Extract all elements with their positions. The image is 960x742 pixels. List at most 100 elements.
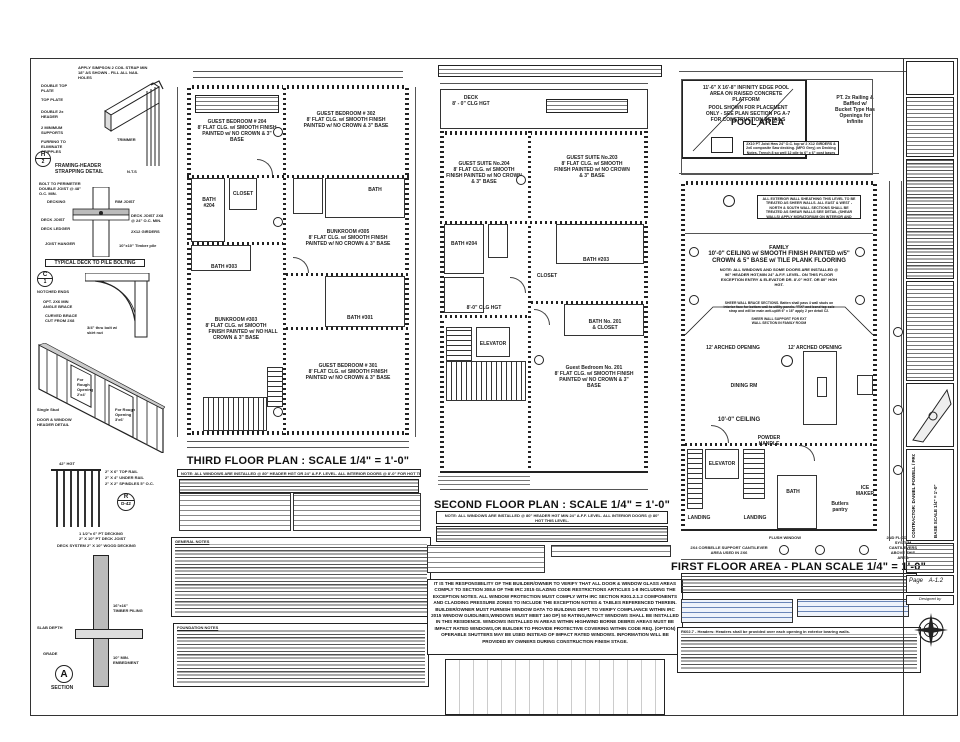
knee-brace-detail: C 1 PT 6x6 TIMBER NOTCHED ENDS OPT. 2X6 …: [33, 271, 168, 343]
section-marker: [779, 545, 789, 555]
third-floor-title: THIRD FLOOR PLAN : SCALE 1/4" = 1'-0": [186, 455, 410, 467]
detail-label: 10" MIN. EMBEDMENT: [113, 655, 139, 665]
detail-label: For Rough Opening 3'x6': [115, 407, 136, 422]
railing-detail: 42" HGT 2" X 6" TOP RAIL 2" X 4" UNDER R…: [33, 459, 168, 531]
designer-box: Designed by: [906, 595, 954, 605]
section-marker: [534, 355, 544, 365]
detail-scale: N.T.S: [127, 169, 137, 174]
general-notes-body: [175, 544, 427, 614]
section-marker: [273, 127, 283, 137]
room-label: DECK 8' - 0" CLG HGT: [452, 95, 490, 107]
room-elevator: [705, 449, 739, 479]
door-schedule-table: [797, 599, 909, 617]
section-marker: [855, 295, 865, 305]
deck-framing-note: 2X10 PT Joist Hws 24" O.C. top w/ 2 X12 …: [743, 141, 839, 155]
room-label: BATH #204: [202, 197, 216, 209]
room-label: HALL: [264, 329, 278, 335]
room-shower: [444, 277, 484, 313]
door-schedule-table: [551, 545, 671, 557]
sheet-scale: BASE SCALE 1/4" = 1'-0": [933, 484, 938, 538]
detail-title: DOOR & WINDOW HEADER DETAIL: [37, 417, 72, 427]
door-schedule-table: [293, 493, 421, 531]
foundation-notes-title: FOUNDATION NOTES: [177, 625, 219, 630]
foundation-notes-body: [177, 630, 425, 684]
stair: [743, 449, 765, 499]
room-label: ELEVATOR: [479, 341, 507, 347]
window-header-detail: For Rough Opening 2'x4' For Rough Openin…: [33, 343, 168, 455]
title-block-codes: [906, 281, 954, 381]
detail-label: 2 MINIMUM SUPPORTS: [41, 125, 64, 135]
headers-note: R602.7 - Headers: Headers shall be provi…: [677, 627, 921, 673]
detail-label: 42" HGT: [59, 461, 75, 466]
family-note: NOTE: ALL WINDOWS AND SOME DOORS ARE INS…: [719, 267, 839, 287]
detail-label: 3/4" thru bolt w/ skirt nut: [87, 325, 118, 335]
third-floor-sheer-note: [195, 95, 279, 113]
pool-steps: [711, 137, 733, 153]
second-floor-spec-box: [436, 526, 668, 542]
general-notes-title: GENERAL NOTES: [175, 539, 210, 544]
detail-label: APPLY SIMPSON 2 COIL STRAP MIN 18" AS SH…: [78, 65, 148, 80]
room-label: GUEST BEDROOM # 302 8' FLAT CLG. w/ SMOO…: [303, 111, 389, 129]
detail-label: DECKING: [47, 199, 66, 204]
detail-label: 1 1/2"x 6" PT DECKING: [79, 531, 124, 536]
arched-opening-label: 12' ARCHED OPENING: [706, 345, 760, 351]
page-label: Page: [909, 578, 924, 584]
section-marker: [516, 175, 526, 185]
room-label: BATH: [368, 187, 382, 193]
deck-area: [440, 89, 648, 129]
first-floor-spec-box: [681, 573, 917, 593]
arched-opening-label: 12' ARCHED OPENING: [788, 345, 842, 351]
dining-room-label: DINING RM: [730, 383, 758, 389]
detail-tag-r: R D-42: [117, 493, 135, 511]
detail-label: 2" X 10" PT DECK JOIST: [79, 536, 126, 541]
title-block-revisions: [906, 97, 954, 157]
room-label: GUEST BEDROOM # 301 8' FLAT CLG. w/ SMOO…: [305, 363, 391, 381]
section-marker: [273, 407, 283, 417]
room-label: LANDING: [743, 515, 767, 521]
range: [857, 375, 873, 395]
family-title: FAMILY: [769, 245, 789, 251]
room-label: LANDING: [687, 515, 711, 521]
detail-label: 2X12 GIRDERS: [131, 229, 160, 234]
room-label: 8'-0" CLG HGT: [466, 305, 502, 311]
first-floor-title: FIRST FLOOR AREA - PLAN SCALE 1/4" = 1'-…: [671, 561, 927, 573]
deck-pile-detail: BOLT TO PERIMETER DOUBLE JOIST @ 48" O.C…: [33, 181, 168, 269]
deck-note: [546, 99, 628, 113]
wall-framing-drawing: [38, 343, 165, 453]
detail-tag-h2: H 2: [35, 151, 51, 167]
detail-label: DECK SYSTEM 2" X 10" WOOD DECKING: [57, 543, 136, 548]
room-label: Guest Bedroom No. 201 8' FLAT CLG. w/ SM…: [554, 365, 634, 389]
title-block-top: [906, 61, 954, 95]
room-label: BATH: [786, 489, 800, 495]
glazing-table: [445, 659, 665, 715]
pool-placement-note: POOL SHOWN FOR PLACEMENT ONLY - SEE PLAN…: [705, 105, 791, 123]
stair: [446, 327, 472, 361]
family-ceiling: 10'-0" CEILING w/ SMOOTH FINISH PAINTED …: [708, 251, 850, 264]
third-floor-spec-box: [179, 479, 419, 493]
room-label: BUNKROOM #303 8' FLAT CLG. w/ SMOOTH FIN…: [205, 317, 267, 341]
pool-area: 11'-6" X 16'-8" INFINITY EDGE POOL AREA …: [681, 79, 807, 159]
detail-label: DECK LEDGER: [41, 226, 71, 231]
title-block-project: CONTRACTOR: DANIEL POWELL / PROJECT: SIN…: [906, 449, 954, 541]
detail-label: FURRING TO ELIMINATE CRIPPLES: [41, 139, 66, 154]
pool-arrow: [692, 88, 794, 152]
room-closet: [488, 224, 508, 258]
pool-note: 11'-6" X 16'-8" INFINITY EDGE POOL AREA …: [702, 85, 790, 103]
room-closet: [229, 178, 257, 210]
room-bath-201: [564, 304, 644, 336]
tag-letter: R: [118, 494, 134, 501]
second-floor-title: SECOND FLOOR PLAN : SCALE 1/4" = 1'-0": [433, 499, 671, 511]
drawing-sheet: APPLY SIMPSON 2 COIL STRAP MIN 18" AS SH…: [30, 58, 958, 716]
family-room-label: FAMILY 10'-0" CEILING w/ SMOOTH FINISH P…: [699, 245, 859, 287]
room-label: GUEST SUITE No.203 8' FLAT CLG. w/ SMOOT…: [554, 155, 630, 179]
tag-number: 2: [41, 159, 45, 165]
detail-label: DOUBLE TOP PLATE: [41, 83, 68, 93]
stair: [267, 367, 283, 407]
pile-drawing: [93, 555, 109, 687]
room-bath-204: [444, 224, 484, 274]
room-label: CLOSET: [232, 191, 254, 197]
detail-tag-c1: C 1: [37, 271, 53, 287]
tag-letter: H: [36, 152, 50, 159]
headers-note-title: R602.7 - Headers: Headers shall be provi…: [681, 629, 850, 634]
third-floor-note: NOTE: ALL WINDOWS ARE INSTALLED @ 80" HE…: [177, 469, 421, 477]
